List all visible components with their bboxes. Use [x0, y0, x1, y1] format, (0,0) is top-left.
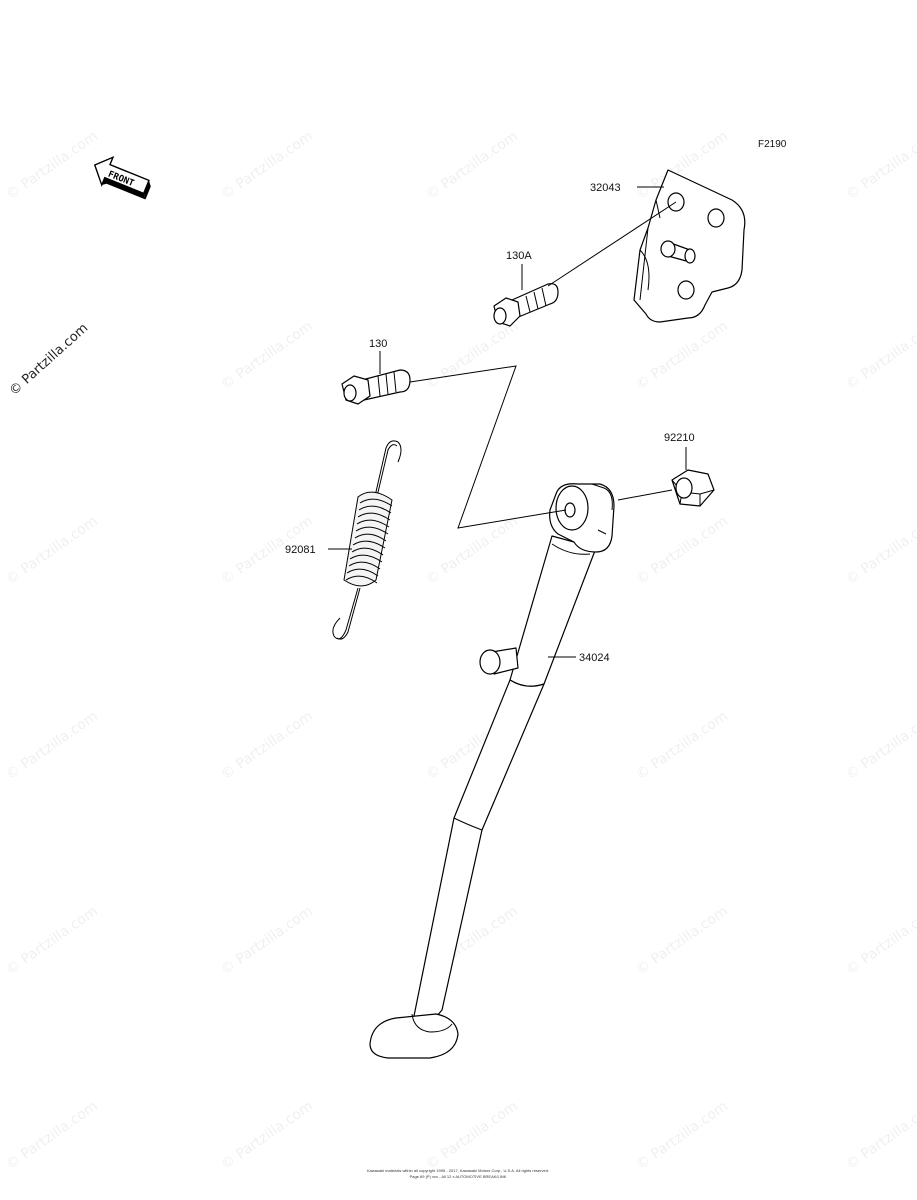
- bolt-130a: [493, 283, 559, 327]
- watermark: © Partzilla.com: [218, 318, 316, 393]
- watermark: © Partzilla.com: [3, 708, 101, 783]
- watermark: © Partzilla.com: [633, 708, 731, 783]
- watermark: © Partzilla.com: [843, 318, 917, 393]
- watermark: © Partzilla.com: [633, 318, 731, 393]
- footer-copyright: Kawasaki materials within all copyright …: [367, 1168, 549, 1173]
- watermark: © Partzilla.com: [843, 513, 917, 588]
- watermark: © Partzilla.com: [843, 708, 917, 783]
- watermark: © Partzilla.com: [3, 903, 101, 978]
- watermark: © Partzilla.com: [3, 1098, 101, 1173]
- nut-92210: [671, 469, 715, 507]
- watermark: © Partzilla.com: [423, 128, 521, 203]
- label-130: 130: [369, 338, 387, 350]
- bolt-130: [341, 369, 411, 405]
- label-92210: 92210: [664, 432, 695, 444]
- label-92081: 92081: [285, 544, 316, 556]
- footer-page: Page 69 (P) xxx - All 12 x AUTOMOTIVE BR…: [410, 1174, 507, 1179]
- label-32043: 32043: [590, 182, 621, 194]
- watermark: © Partzilla.com: [3, 128, 101, 203]
- watermark-layer: © Partzilla.com © Partzilla.com © Partzi…: [3, 128, 917, 1173]
- label-130a: 130A: [506, 250, 532, 262]
- watermark: © Partzilla.com: [633, 903, 731, 978]
- watermark: © Partzilla.com: [423, 513, 521, 588]
- watermark-left: © Partzilla.com: [7, 321, 92, 399]
- watermark: © Partzilla.com: [843, 128, 917, 203]
- watermark: © Partzilla.com: [423, 1098, 521, 1173]
- watermark: © Partzilla.com: [843, 903, 917, 978]
- watermark: © Partzilla.com: [633, 1098, 731, 1173]
- bracket-32043: [633, 169, 746, 323]
- watermark: © Partzilla.com: [218, 128, 316, 203]
- watermark: © Partzilla.com: [633, 513, 731, 588]
- label-34024: 34024: [579, 652, 610, 664]
- watermark: © Partzilla.com: [3, 513, 101, 588]
- watermark: © Partzilla.com: [218, 903, 316, 978]
- leader-lines: [328, 186, 687, 658]
- watermark: © Partzilla.com: [218, 1098, 316, 1173]
- figure-code: F2190: [758, 139, 787, 150]
- watermark: © Partzilla.com: [423, 318, 521, 393]
- watermark: © Partzilla.com: [218, 708, 316, 783]
- front-arrow-icon: FRONT: [93, 155, 151, 200]
- spring-92081: [332, 440, 402, 640]
- side-stand-34024: [369, 483, 615, 1059]
- watermark: © Partzilla.com: [843, 1098, 917, 1173]
